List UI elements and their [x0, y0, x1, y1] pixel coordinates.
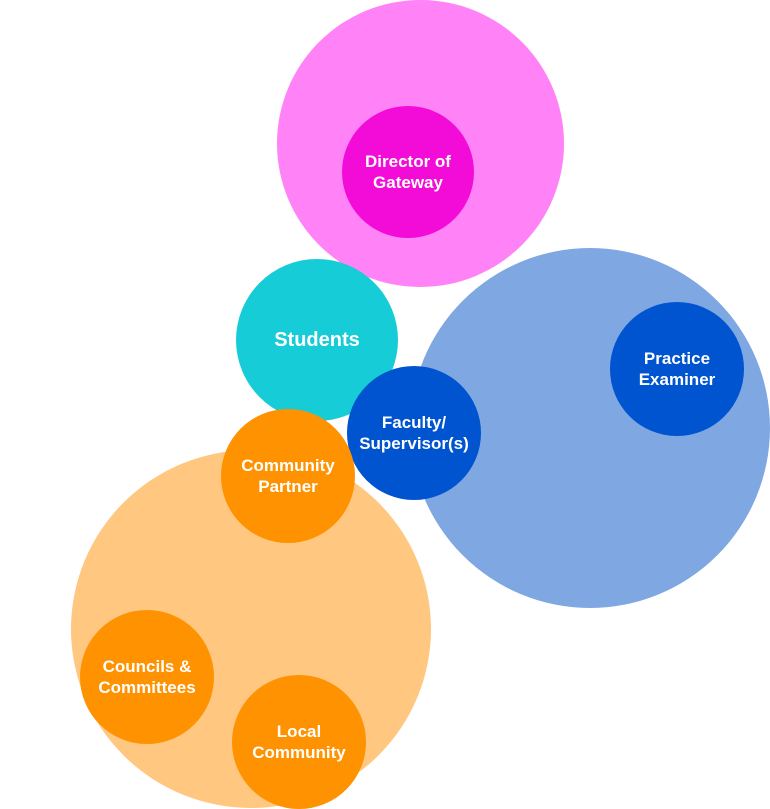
- faculty-supervisors-node: Faculty/ Supervisor(s): [347, 366, 481, 500]
- director-of-gateway-label: Director of Gateway: [365, 151, 451, 192]
- community-partner-label: Community Partner: [241, 455, 335, 496]
- practice-examiner-node: Practice Examiner: [610, 302, 744, 436]
- local-community-node: Local Community: [232, 675, 366, 809]
- local-community-label: Local Community: [252, 721, 346, 762]
- students-label: Students: [274, 328, 360, 351]
- practice-examiner-label: Practice Examiner: [638, 348, 716, 389]
- community-partner-node: Community Partner: [221, 409, 355, 543]
- councils-committees-node: Councils & Committees: [80, 610, 214, 744]
- councils-committees-label: Councils & Committees: [98, 656, 196, 697]
- faculty-supervisors-label: Faculty/ Supervisor(s): [359, 412, 469, 453]
- director-of-gateway-node: Director of Gateway: [342, 106, 474, 238]
